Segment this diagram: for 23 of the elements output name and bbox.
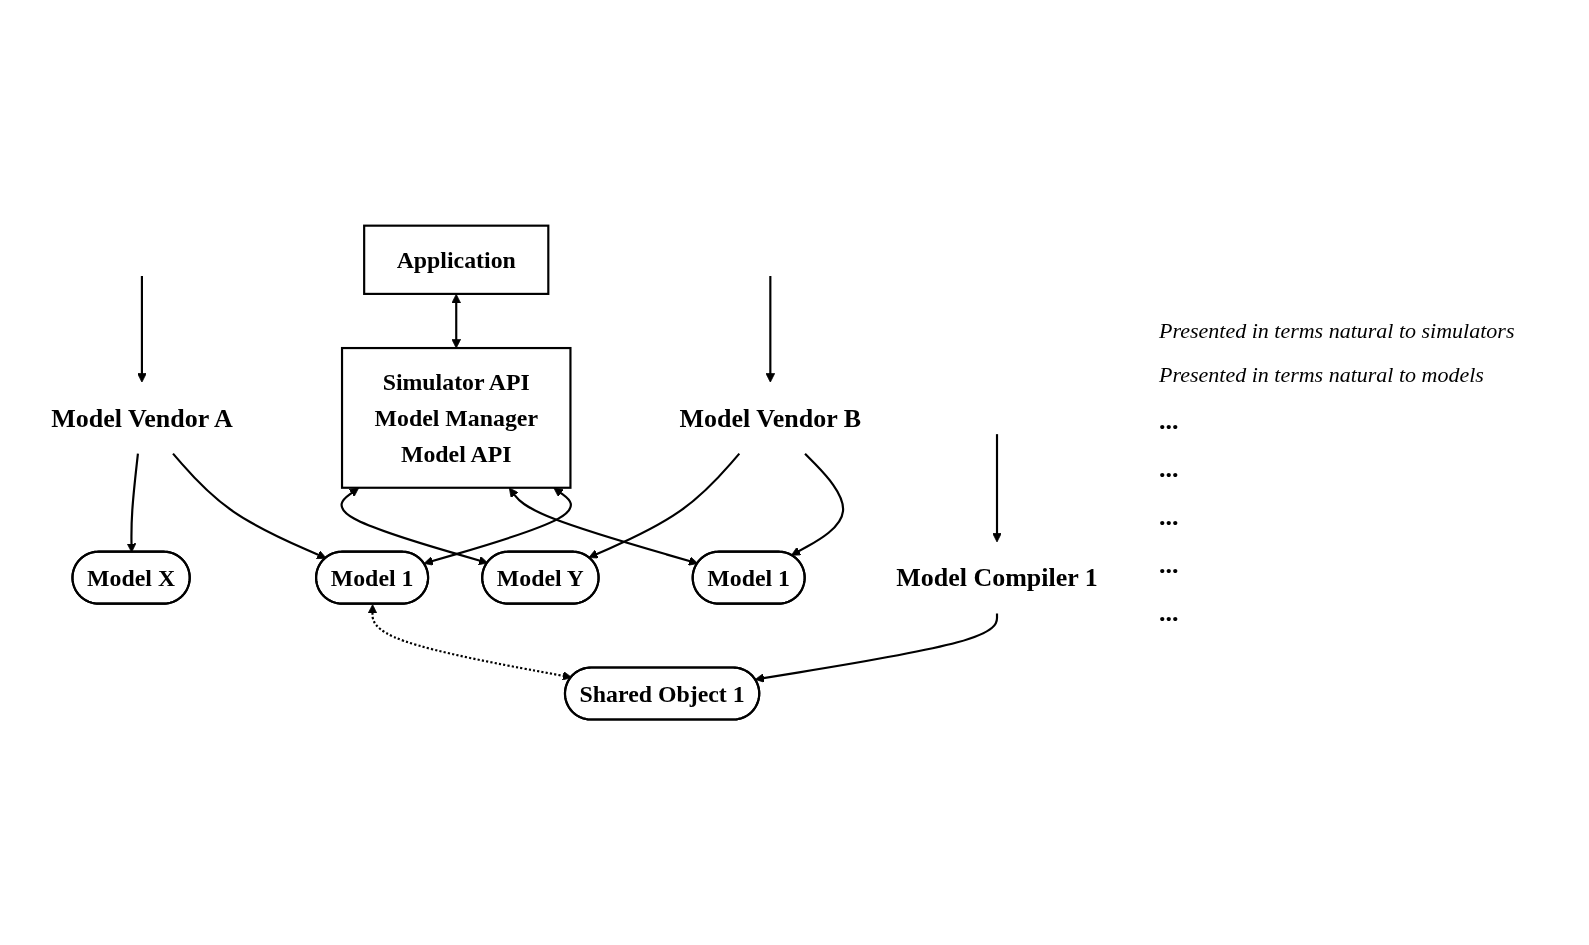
arrow (423, 487, 572, 566)
node-box: Simulator API Model Manager Model API (340, 346, 572, 489)
arrow (137, 275, 147, 383)
node-text: Model Compiler 1 (896, 563, 1098, 592)
arrow (992, 434, 1002, 543)
arrow (765, 275, 776, 383)
ellipsis-label: ... (1159, 549, 1180, 580)
node-text: Model Vendor A (51, 403, 233, 432)
ellipsis-label: ... (1159, 453, 1180, 484)
arrow (754, 613, 999, 683)
annotation-note: Presented in terms natural to models (1159, 361, 1485, 388)
ellipsis-label: ... (1159, 405, 1180, 436)
arrow (588, 452, 741, 559)
arrow (508, 487, 699, 566)
node-text: Model Vendor B (679, 403, 862, 432)
node-box: Application (363, 224, 550, 295)
arrow (340, 487, 489, 566)
arrow (172, 452, 327, 559)
annotation-note: Presented in terms natural to simulators (1159, 317, 1516, 344)
arrow (367, 604, 572, 681)
ellipsis-label: ... (1159, 501, 1180, 532)
ellipsis-label: ... (1159, 597, 1180, 628)
arrow (791, 452, 845, 556)
